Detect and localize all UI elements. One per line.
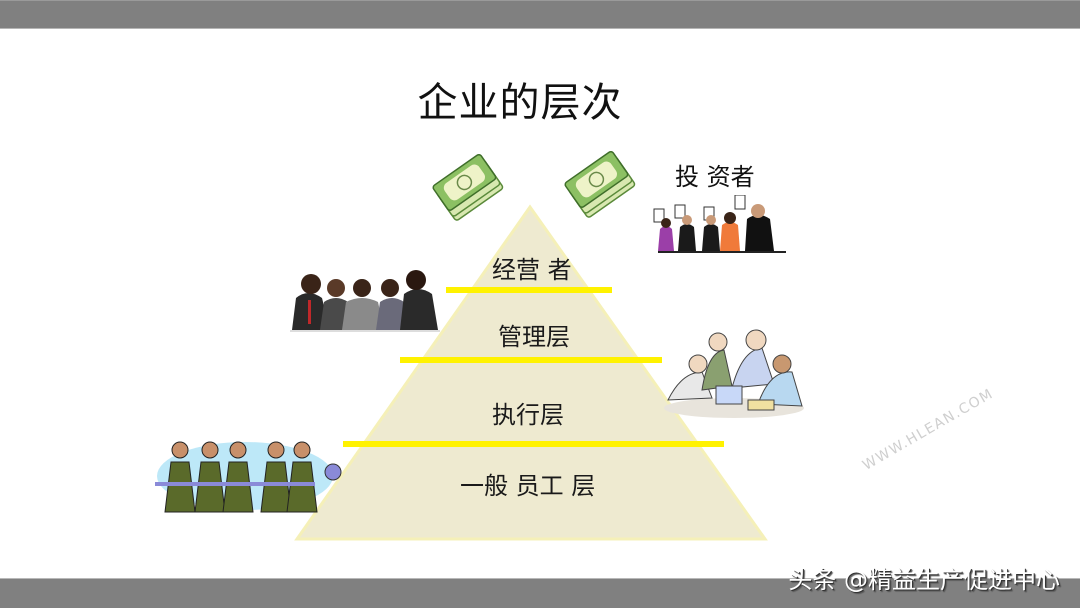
layer-label-execution: 执行层 bbox=[492, 401, 564, 429]
investors-icon bbox=[653, 195, 786, 253]
layer-label-operators: 经营 者 bbox=[492, 256, 572, 284]
money-stack-icon bbox=[432, 153, 504, 221]
managers-meeting-icon bbox=[664, 329, 804, 418]
bottom-bar bbox=[0, 578, 1080, 608]
slide-title: 企业的层次 bbox=[417, 80, 623, 126]
workers-icon bbox=[155, 441, 342, 513]
top-bar bbox=[0, 0, 1080, 29]
pyramid-shape bbox=[294, 204, 768, 541]
money-stack-icon bbox=[564, 150, 636, 218]
executives-group-icon bbox=[290, 270, 440, 332]
source-credit: 头条 @精益生产促进中心 bbox=[788, 566, 1060, 594]
layer-label-management: 管理层 bbox=[498, 323, 570, 351]
investor-label: 投 资者 bbox=[675, 163, 755, 191]
layer-label-staff: 一般 员工 层 bbox=[460, 472, 596, 500]
